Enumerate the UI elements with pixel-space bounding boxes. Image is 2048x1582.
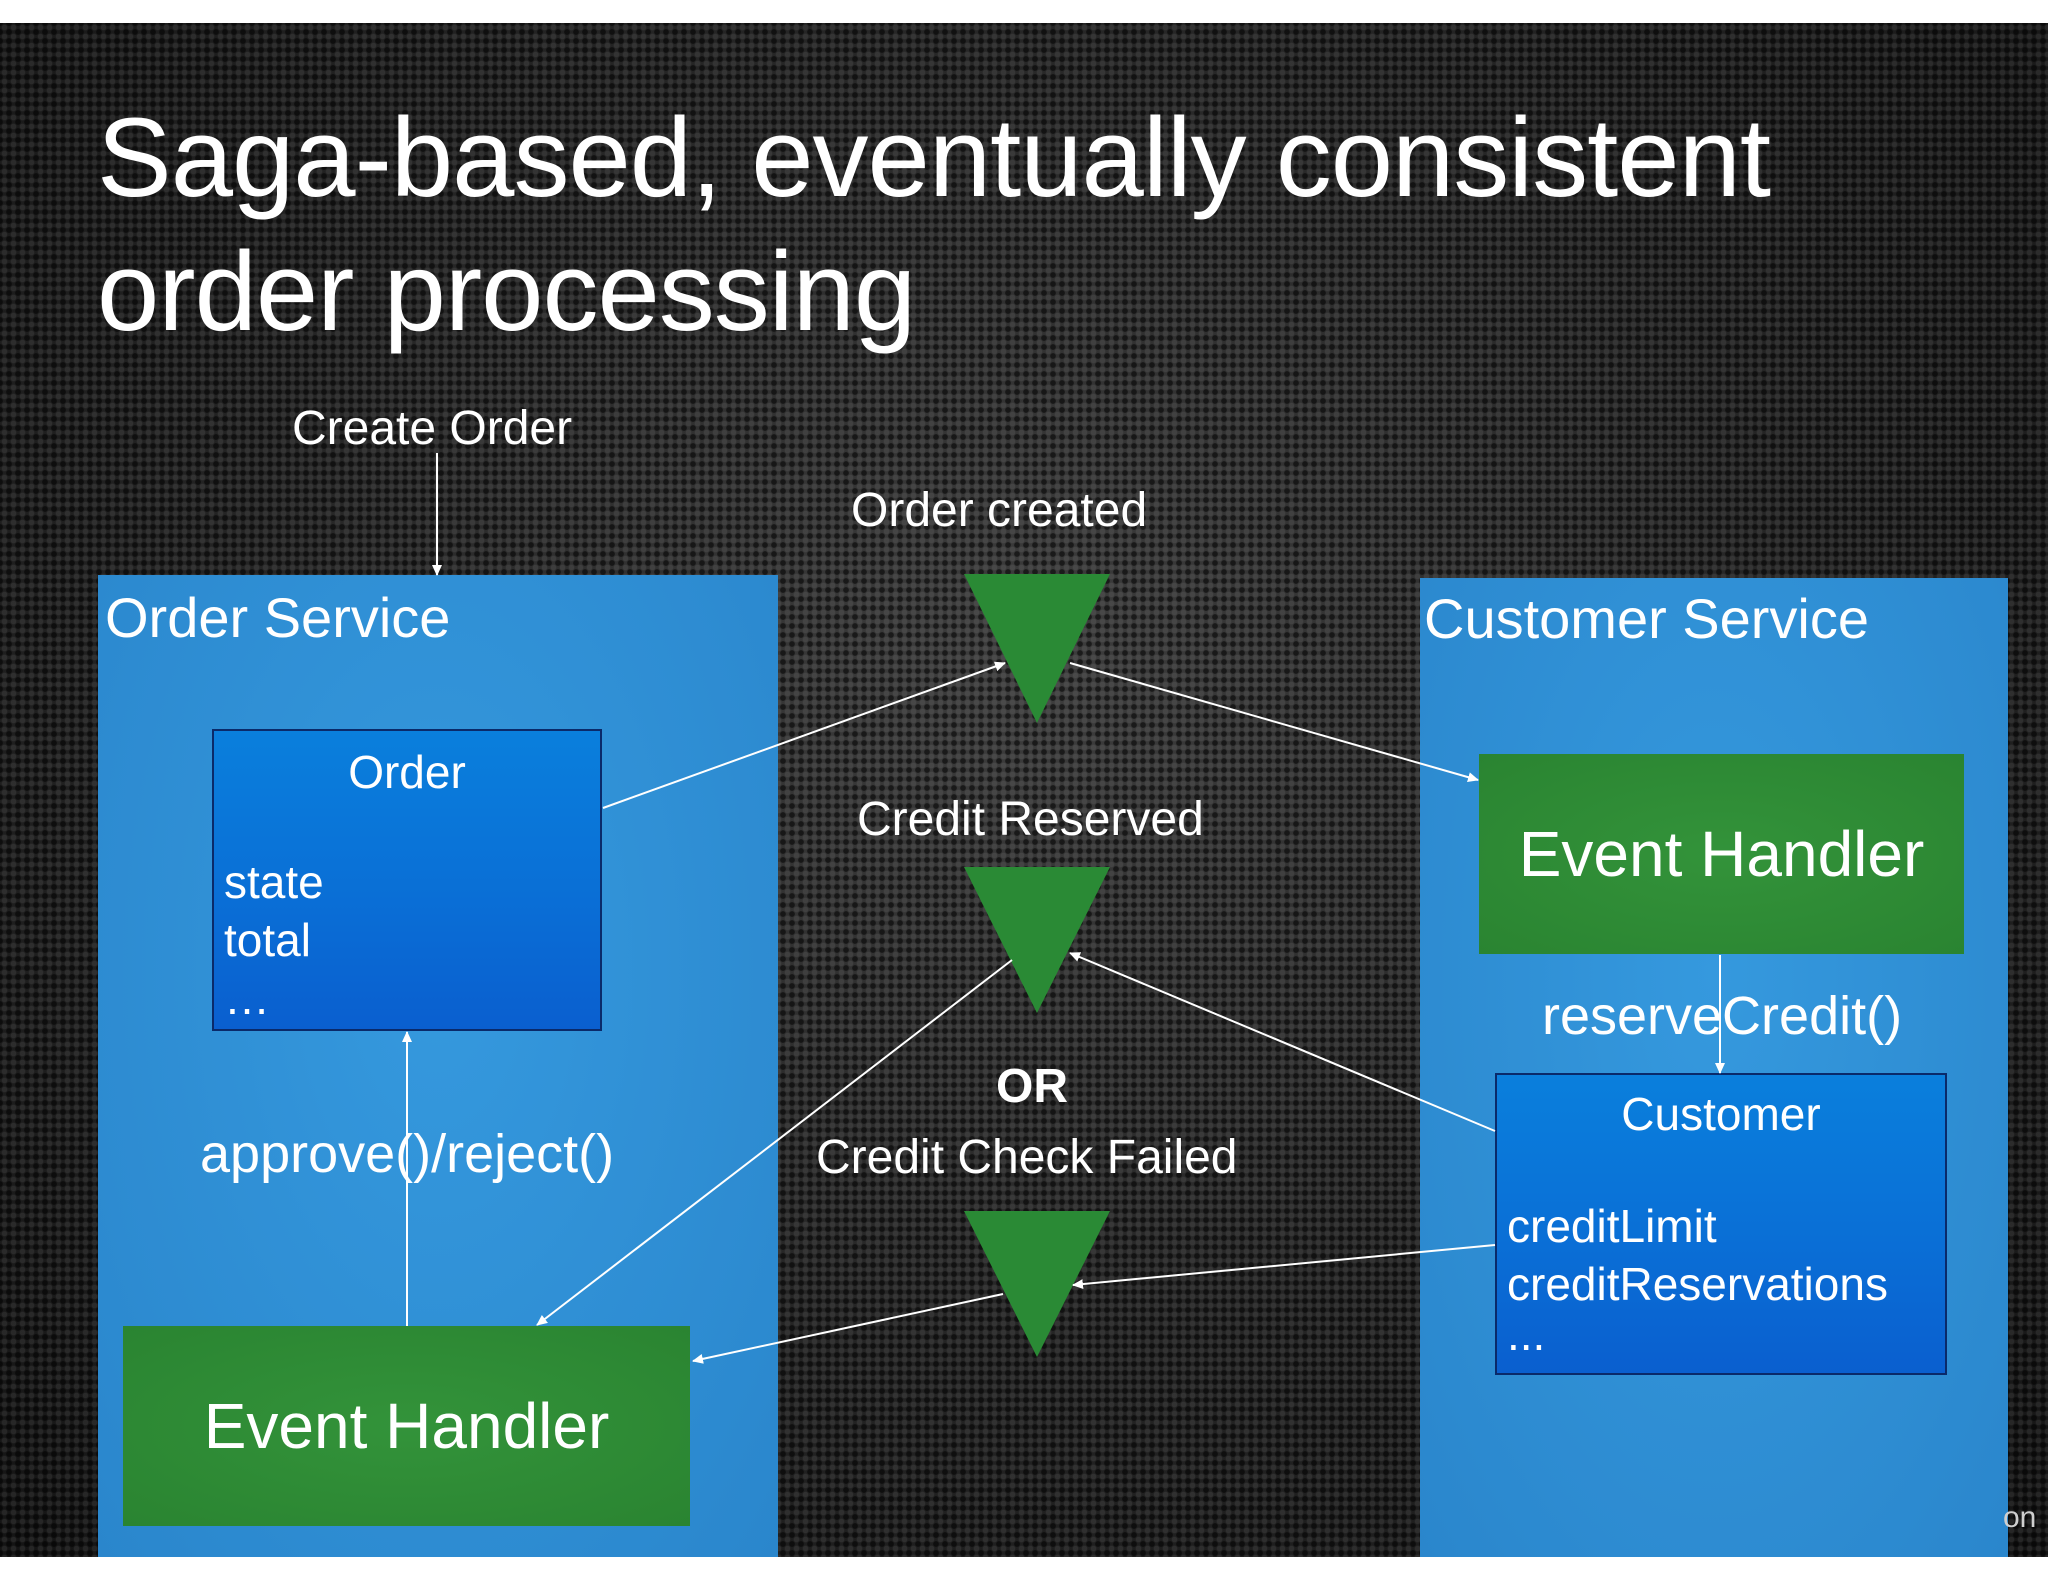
customer-to-credit-failed-arrow <box>1072 1244 1496 1290</box>
customer-entity-name: Customer <box>1621 1088 1821 1140</box>
or-label: OR <box>996 1060 1068 1113</box>
customer-event-handler: Event Handler <box>1479 754 1964 954</box>
credit-check-failed-label: Credit Check Failed <box>816 1131 1238 1184</box>
order-service-title: Order Service <box>105 586 451 649</box>
slide-title: Saga-based, eventually consistent order … <box>97 91 1897 359</box>
reserve-credit-label: reserveCredit() <box>1542 986 1903 1046</box>
order-entity-name: Order <box>348 746 466 798</box>
event-triangles <box>964 574 1110 1357</box>
customer-to-credit-reserved-arrow <box>1069 952 1496 1132</box>
slide-title-line-1: Saga-based, eventually consistent <box>97 95 1771 220</box>
credit-reserved-label: Credit Reserved <box>857 793 1204 846</box>
credit-failed-to-order-handler-arrow <box>692 1293 1004 1364</box>
order-field-total: total <box>224 914 311 966</box>
customer-service-box: Customer Service <box>1420 578 2008 1557</box>
credit-reserved-event-icon <box>964 867 1110 1013</box>
corner-fragment-text: on <box>2003 1501 2037 1534</box>
credit-reserved-to-order-handler-arrow <box>536 959 1013 1326</box>
flow-arrows <box>402 453 1725 1364</box>
customer-field-credit-reservations: creditReservations <box>1507 1258 1888 1310</box>
credit-check-failed-event-icon <box>964 1211 1110 1357</box>
customer-field-more: ... <box>1507 1308 1546 1360</box>
order-event-handler: Event Handler <box>123 1326 690 1526</box>
order-to-event-arrow <box>602 661 1006 809</box>
diagram-arrows <box>402 453 1725 1364</box>
customer-field-credit-limit: creditLimit <box>1507 1200 1717 1252</box>
order-field-state: state <box>224 856 324 908</box>
slide: Saga-based, eventually consistent order … <box>0 23 2048 1557</box>
order-entity-box: Order state total … <box>212 729 602 1031</box>
event-to-customer-handler-arrow <box>1069 662 1479 783</box>
customer-entity-box: Customer creditLimit creditReservations … <box>1495 1073 1947 1375</box>
slide-title-line-2: order processing <box>97 229 916 354</box>
order-created-label: Order created <box>851 484 1148 537</box>
order-created-event-icon <box>964 574 1110 723</box>
customer-service-title: Customer Service <box>1424 587 1870 650</box>
create-order-label: Create Order <box>292 402 573 455</box>
order-field-more: … <box>224 972 270 1024</box>
